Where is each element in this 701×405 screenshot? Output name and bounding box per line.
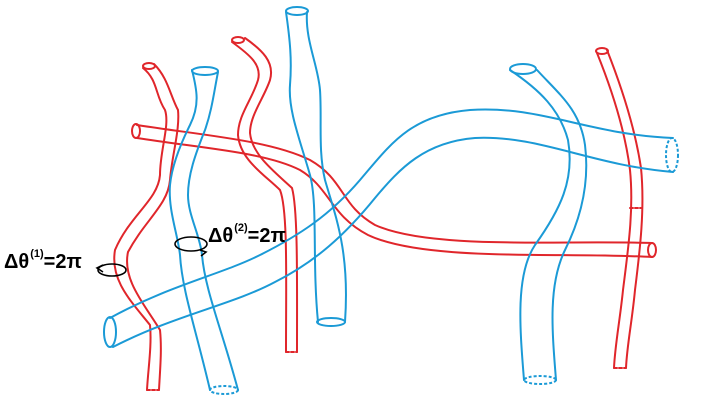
winding-label-1-superscript: (1) — [30, 248, 44, 260]
winding-label-1: Δθ(1)=2π — [4, 249, 82, 273]
red-tube-horizontal — [131, 123, 657, 258]
winding-loop-2-icon — [174, 236, 208, 257]
winding-label-1-value: =2π — [43, 251, 82, 273]
blue-tube-right — [509, 63, 588, 385]
blue-tube-diagonal — [103, 108, 679, 348]
winding-label-2-delta: Δθ — [208, 225, 234, 247]
red-tube-right — [595, 47, 644, 369]
winding-label-1-delta: Δθ — [4, 251, 30, 273]
winding-label-2-superscript: (2) — [234, 222, 248, 234]
blue-tube-center — [285, 6, 347, 327]
red-tube-middle — [231, 36, 299, 353]
winding-label-2: Δθ(2)=2π — [208, 223, 286, 247]
blue-tube-left — [168, 66, 239, 395]
winding-loop-1-icon — [95, 263, 127, 277]
winding-label-2-value: =2π — [247, 225, 286, 247]
